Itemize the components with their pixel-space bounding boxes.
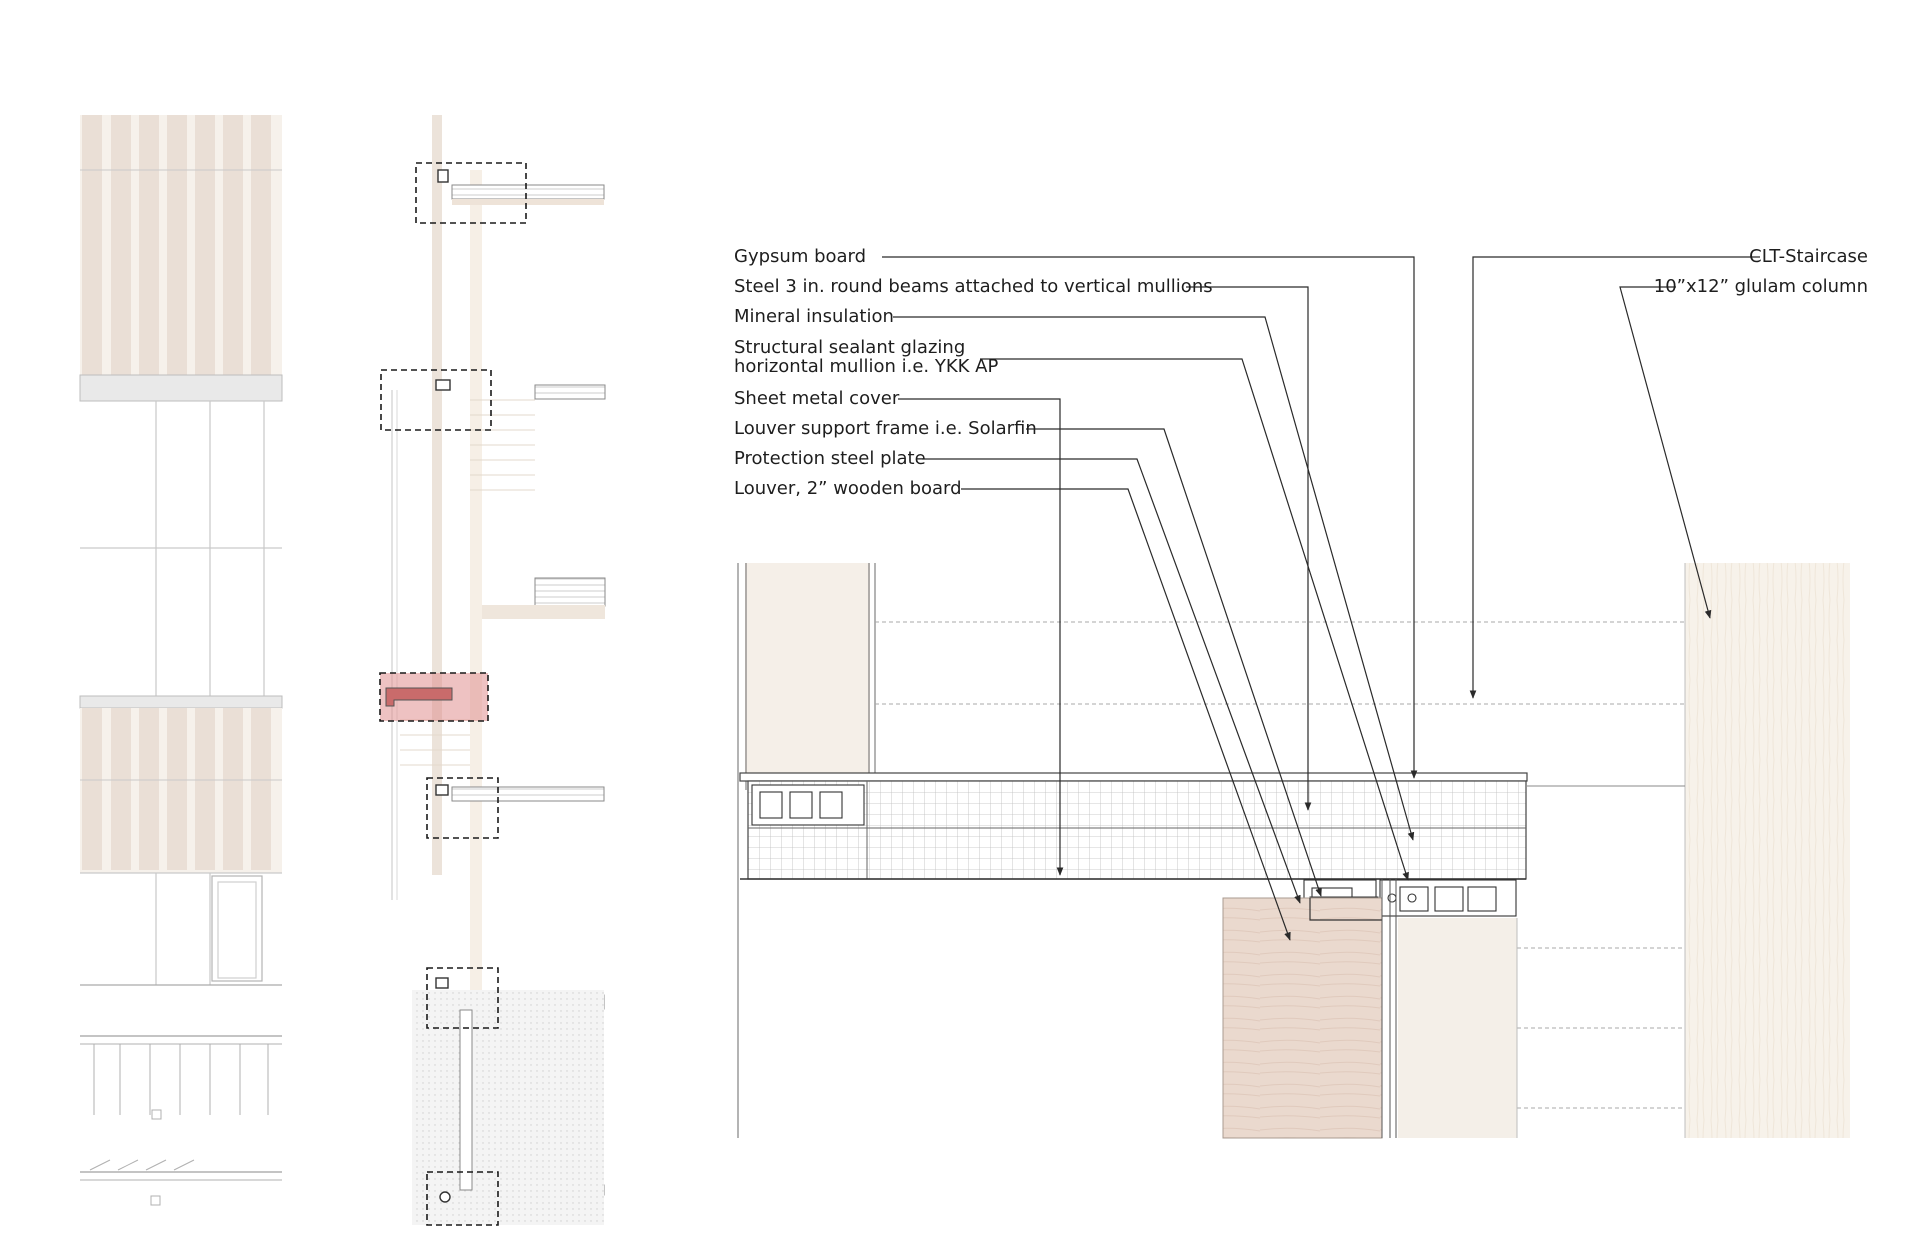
label-horizontal-mullion: horizontal mullion i.e. YKK AP	[734, 356, 999, 377]
label-steel-beams: Steel 3 in. round beams attached to vert…	[734, 276, 1213, 297]
label-louver-wooden-board: Louver, 2” wooden board	[734, 478, 962, 499]
label-gypsum-board: Gypsum board	[734, 246, 867, 267]
label-protection-steel-plate: Protection steel plate	[734, 448, 926, 469]
enlarged-detail	[737, 256, 1850, 1139]
label-structural-sealant-glazing: Structural sealant glazing	[734, 337, 966, 358]
label-sheet-metal-cover: Sheet metal cover	[734, 388, 900, 409]
label-clt-staircase: CLT-Staircase	[1749, 246, 1868, 267]
label-mineral-insulation: Mineral insulation	[734, 306, 894, 327]
facade-elevation	[79, 115, 283, 1206]
wall-section	[379, 115, 606, 1226]
label-glulam-column: 10”x12” glulam column	[1653, 276, 1868, 297]
label-louver-support-frame: Louver support frame i.e. Solarfin	[734, 418, 1037, 439]
